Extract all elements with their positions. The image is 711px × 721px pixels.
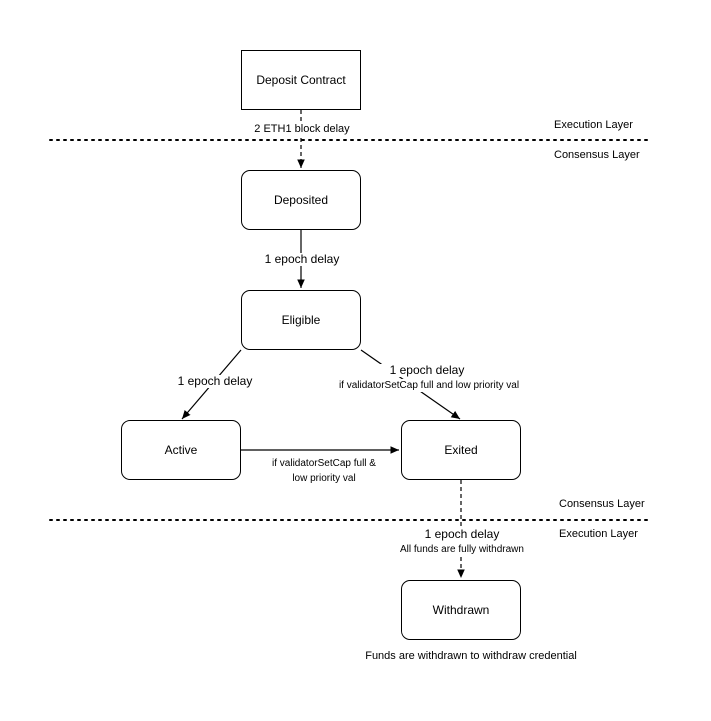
exited-node: Exited bbox=[401, 420, 521, 480]
active-label: Active bbox=[164, 443, 198, 457]
deposit-contract-label: Deposit Contract bbox=[256, 73, 346, 87]
layer-label-execution-top: Execution Layer bbox=[554, 119, 633, 131]
withdrawn-label: Withdrawn bbox=[432, 603, 490, 617]
active-node: Active bbox=[121, 420, 241, 480]
active-exited-condition-line2: low priority val bbox=[292, 473, 356, 484]
eligible-exited-delay-label: 1 epoch delay bbox=[376, 364, 478, 377]
deposited-label: Deposited bbox=[273, 193, 329, 207]
deposit-contract-node: Deposit Contract bbox=[241, 50, 361, 110]
active-exited-condition-line1: if validatorSetCap full & bbox=[272, 458, 376, 469]
eligible-label: Eligible bbox=[281, 313, 321, 327]
exited-withdrawn-condition-label: All funds are fully withdrawn bbox=[381, 543, 543, 556]
eligible-active-delay-label: 1 epoch delay bbox=[164, 375, 266, 388]
layer-label-consensus-bottom: Consensus Layer bbox=[559, 498, 645, 510]
withdrawn-node: Withdrawn bbox=[401, 580, 521, 640]
deposit-delay-label: 2 ETH1 block delay bbox=[243, 123, 361, 136]
exited-label: Exited bbox=[444, 443, 478, 457]
layer-label-execution-bottom: Execution Layer bbox=[559, 528, 638, 540]
layer-label-consensus-top: Consensus Layer bbox=[554, 149, 640, 161]
exited-withdrawn-delay-label: 1 epoch delay bbox=[411, 528, 513, 541]
deposited-eligible-delay-label: 1 epoch delay bbox=[252, 253, 352, 266]
eligible-node: Eligible bbox=[241, 290, 361, 350]
deposited-node: Deposited bbox=[241, 170, 361, 230]
withdrawn-note: Funds are withdrawn to withdraw credenti… bbox=[365, 650, 577, 662]
eligible-exited-condition-label: if validatorSetCap full and low priority… bbox=[298, 379, 560, 392]
